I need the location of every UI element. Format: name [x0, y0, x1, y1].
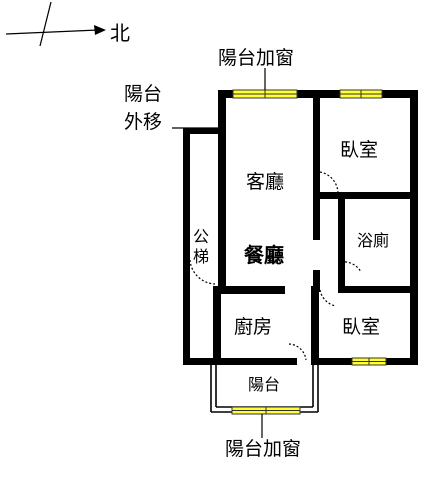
wall-bottom-left [183, 358, 297, 365]
compass-stem-line [39, 1, 52, 47]
window-balcony-bottom [231, 406, 301, 415]
label-bedroom-top: 臥室 [340, 139, 378, 161]
label-balcony-window-top: 陽台加窗 [218, 47, 294, 69]
wall-stair-left [183, 128, 190, 365]
door-bedroom-top [319, 171, 339, 195]
wall-bath-bottom [338, 286, 417, 293]
label-balcony-move-line1: 陽台 [124, 83, 162, 105]
door-bathroom [340, 261, 362, 273]
wall-center-mid [313, 198, 320, 240]
label-balcony-bottom: 陽台 [248, 375, 280, 394]
door-kitchen-balcony [288, 343, 307, 361]
wall-bedroom-bottom [313, 192, 417, 199]
compass-arrow-icon [94, 25, 106, 35]
wall-kitchen-top [213, 286, 285, 294]
window-top-right [339, 89, 383, 99]
label-kitchen: 廚房 [234, 315, 272, 338]
wall-right [410, 90, 418, 365]
wall-bath-left [338, 192, 345, 292]
door-swings [189, 171, 362, 361]
wall-center-low [313, 270, 320, 292]
window-bedroom-bottom [351, 357, 387, 366]
wall-main-left [218, 90, 226, 290]
label-balcony-window-bottom: 陽台加窗 [225, 438, 301, 460]
label-living-room: 客廳 [246, 171, 284, 193]
windows [231, 89, 387, 415]
wall-stair-top [183, 128, 223, 134]
north-compass: 北 [5, 1, 130, 47]
wall-left-lower [213, 286, 221, 365]
label-dining-living: 餐廳 [244, 243, 284, 267]
label-bedroom-bottom: 臥室 [342, 316, 380, 338]
label-stairs-line2: 梯 [193, 247, 209, 266]
wall-bedroom-left [313, 90, 320, 198]
label-balcony-move-line2: 外移 [124, 111, 162, 133]
window-top-left [232, 89, 298, 99]
compass-cross-line [5, 29, 99, 35]
wall-kitchen-right [311, 286, 319, 365]
walls [183, 90, 418, 365]
door-bedroom-bottom [319, 289, 337, 307]
label-stairs-line1: 公 [193, 227, 209, 246]
compass-north-label: 北 [110, 21, 130, 45]
label-bathroom: 浴廁 [357, 231, 389, 250]
